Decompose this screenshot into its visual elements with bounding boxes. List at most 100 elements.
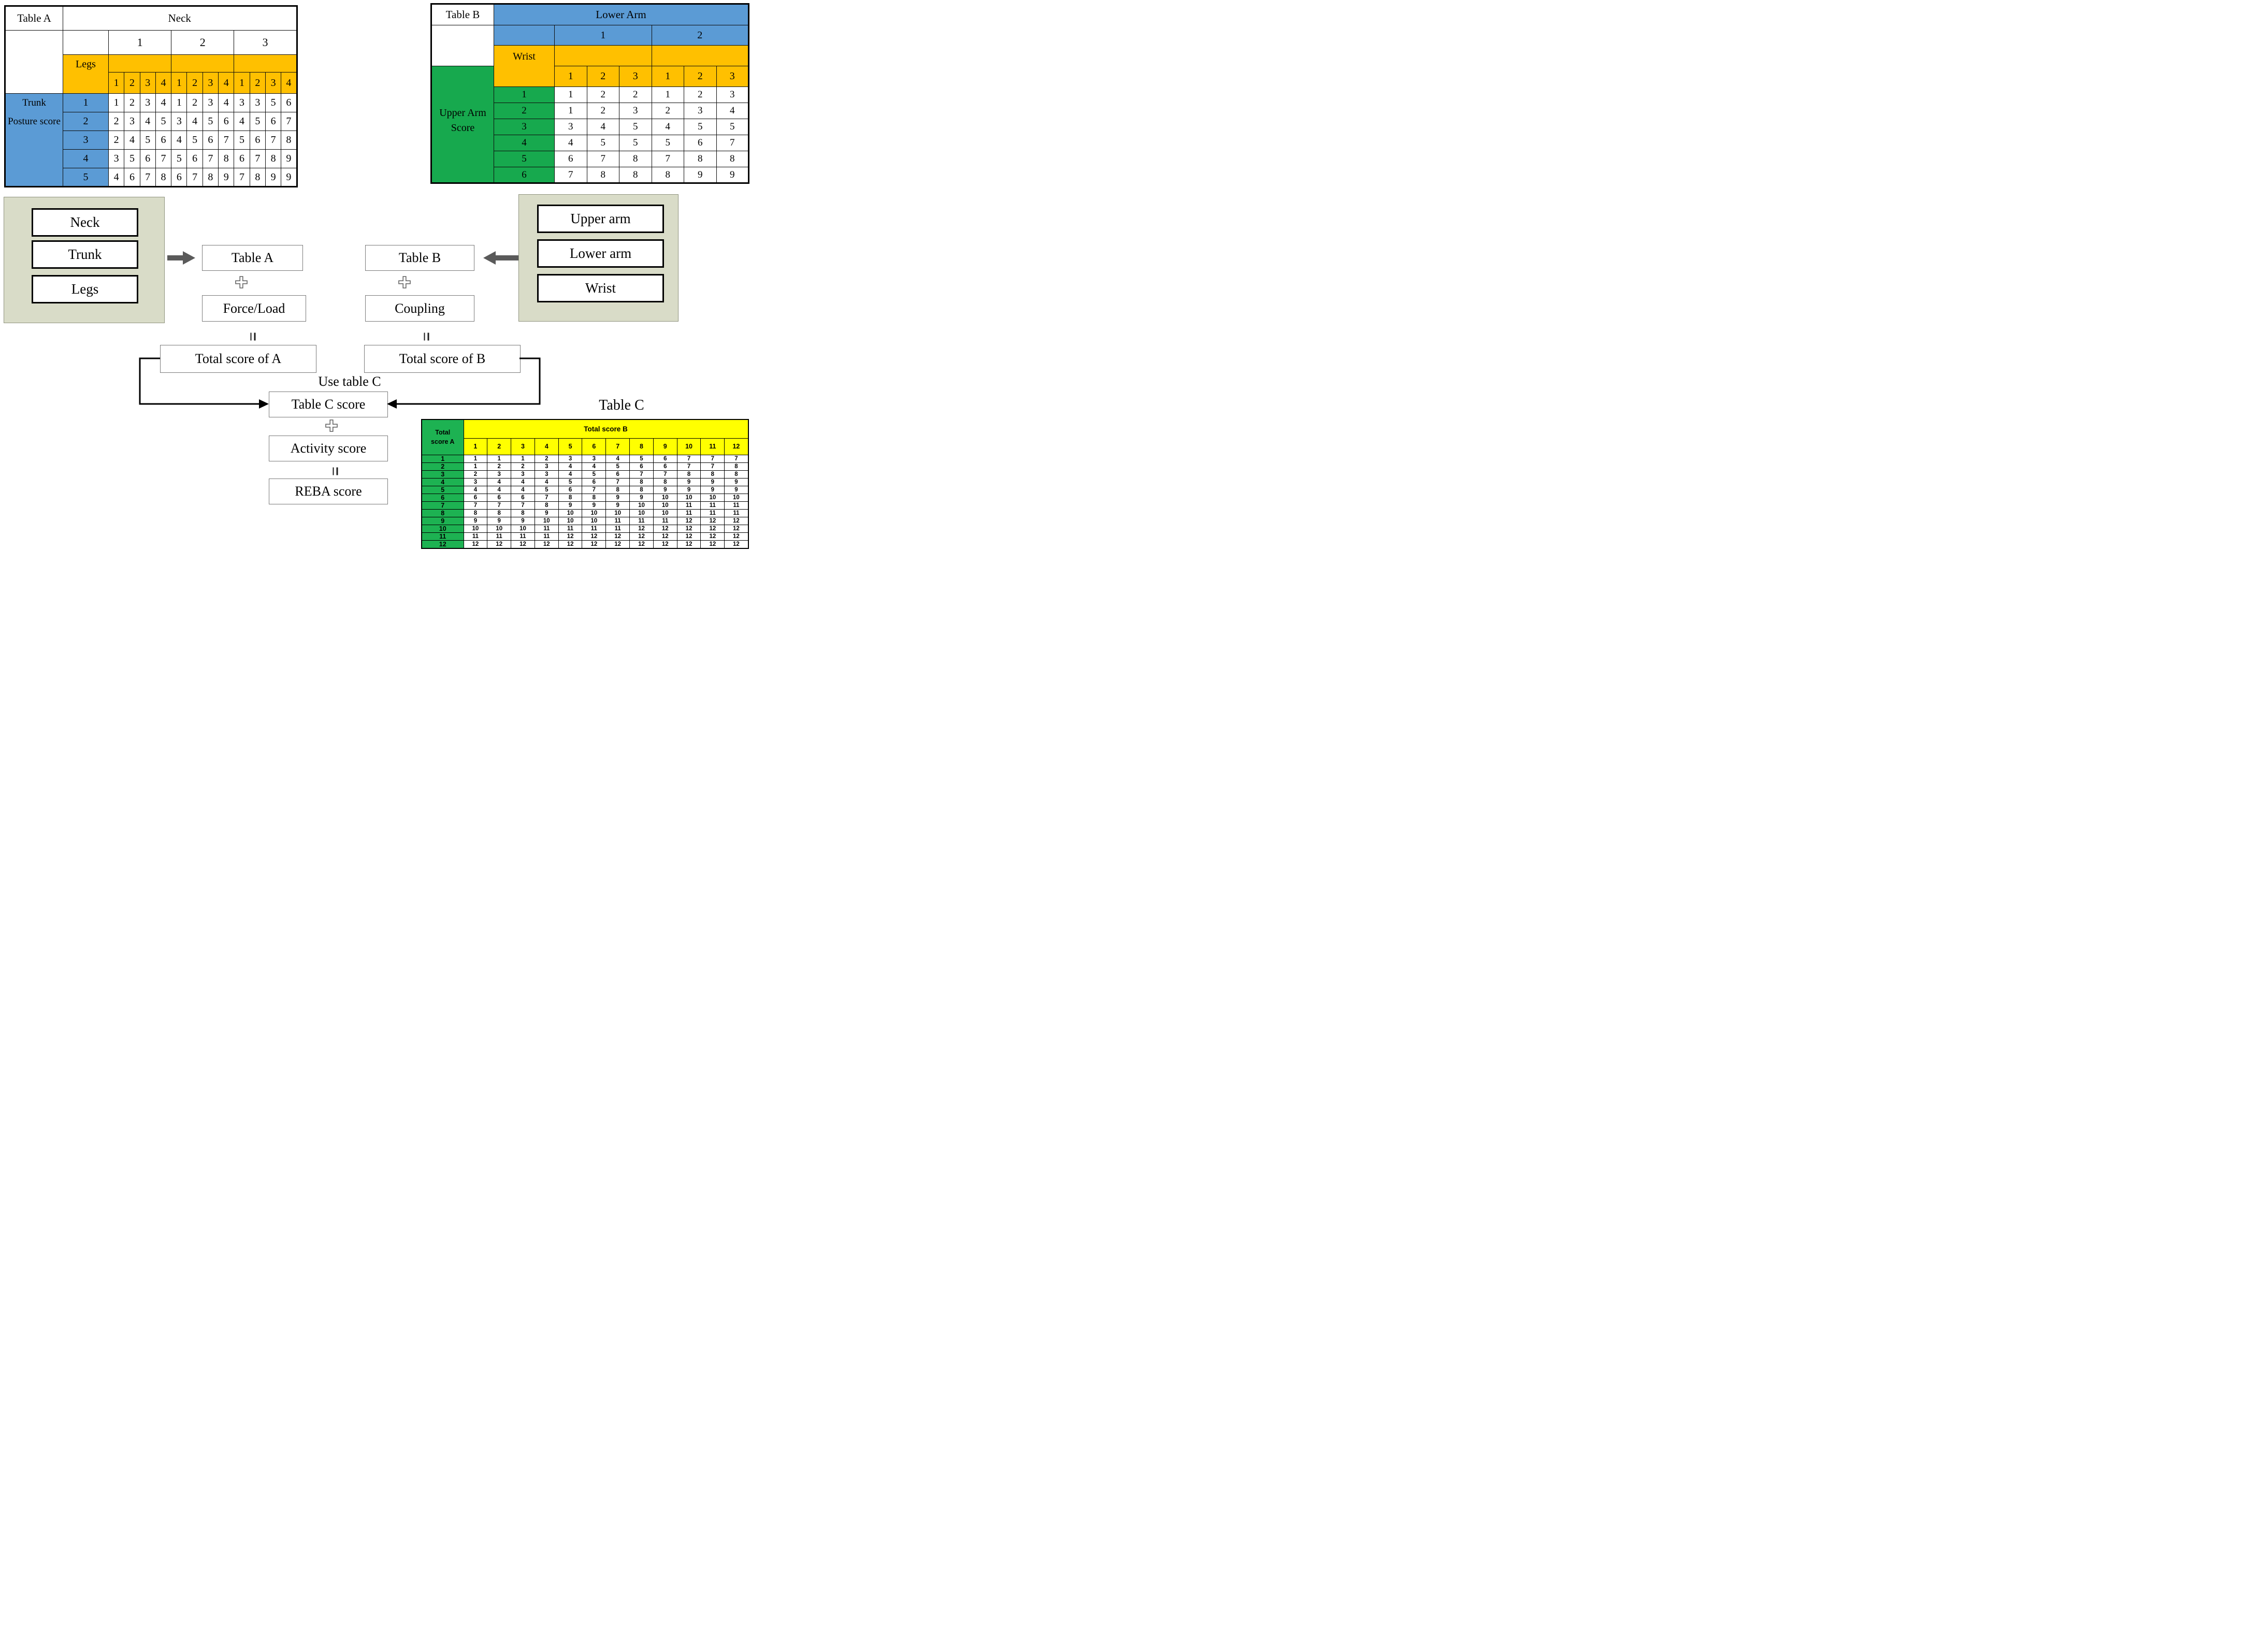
arm-inputs-panel: Upper arm Lower arm Wrist xyxy=(518,194,679,322)
table-c-value-cell: 4 xyxy=(558,462,583,471)
table-c-value-cell: 10 xyxy=(511,524,535,533)
table-b-value-cell: 1 xyxy=(651,86,684,103)
table-c-value-cell: 10 xyxy=(605,509,630,517)
legs-level-header: 1 xyxy=(171,72,187,94)
table-a-value-cell: 5 xyxy=(171,149,187,168)
table-b-value-cell: 4 xyxy=(586,119,619,135)
table-a-cell xyxy=(234,54,297,73)
table-c-value-cell: 7 xyxy=(463,501,488,510)
trunk-score-label: 4 xyxy=(63,149,109,168)
table-c-value-cell: 10 xyxy=(653,509,677,517)
table-a-value-cell: 6 xyxy=(265,112,282,131)
table-a-value-cell: 7 xyxy=(155,149,172,168)
upper-arm-score-label: 5 xyxy=(494,151,555,167)
table-c-value-cell: 11 xyxy=(463,532,488,541)
table-a-value-cell: 7 xyxy=(234,168,250,187)
table-c-value-cell: 6 xyxy=(487,493,512,502)
table-c-value-cell: 9 xyxy=(511,516,535,525)
equals-icon xyxy=(249,332,257,341)
legs-label: Legs xyxy=(71,281,99,297)
table-c-value-cell: 12 xyxy=(629,540,654,548)
table-b-value-cell: 2 xyxy=(586,86,619,103)
table-c-value-cell: 8 xyxy=(700,470,725,479)
wrist-level-header: 2 xyxy=(684,66,717,87)
trunk-label: Trunk xyxy=(68,247,102,262)
legs-level-header: 2 xyxy=(124,72,140,94)
table-c-value-cell: 8 xyxy=(676,470,701,479)
table-c-value-cell: 1 xyxy=(487,454,512,463)
table-c-value-cell: 10 xyxy=(653,493,677,502)
table-c-value-cell: 12 xyxy=(700,524,725,533)
table-b-value-cell: 8 xyxy=(716,151,749,167)
table-c-value-cell: 9 xyxy=(700,477,725,486)
table-c-value-cell: 9 xyxy=(724,477,749,486)
score-a-row-label: 4 xyxy=(421,477,464,486)
table-a-value-cell: 7 xyxy=(281,112,297,131)
wrist-header: Wrist xyxy=(494,45,555,87)
score-b-column-header: 2 xyxy=(487,438,512,455)
table-c-value-cell: 12 xyxy=(724,516,749,525)
table-c-value-cell: 4 xyxy=(582,462,607,471)
plus-icon xyxy=(235,276,248,288)
table-a-value-cell: 4 xyxy=(139,112,156,131)
table-c-value-cell: 5 xyxy=(534,485,559,494)
total-score-b-label: Total score of B xyxy=(399,351,486,366)
table-a-value-cell: 6 xyxy=(124,168,140,187)
table-c-score-box: Table C score xyxy=(269,392,388,417)
table-b-value-cell: 5 xyxy=(684,119,717,135)
table-b-value-cell: 5 xyxy=(619,135,652,151)
activity-score-box: Activity score xyxy=(269,436,388,461)
score-a-row-label: 8 xyxy=(421,509,464,517)
table-b-value-cell: 9 xyxy=(716,167,749,183)
table-c-value-cell: 6 xyxy=(582,477,607,486)
table-c-value-cell: 11 xyxy=(605,516,630,525)
table-c-value-cell: 3 xyxy=(487,470,512,479)
neck-label: Neck xyxy=(70,214,100,230)
use-table-c-label: Use table C xyxy=(318,374,381,389)
table-c-value-cell: 3 xyxy=(511,470,535,479)
table-b-value-cell: 7 xyxy=(651,151,684,167)
table-a-value-cell: 6 xyxy=(281,93,297,112)
table-c-value-cell: 8 xyxy=(629,485,654,494)
force-load-box: Force/Load xyxy=(202,295,306,322)
table-a-value-cell: 9 xyxy=(281,149,297,168)
table-c-value-cell: 11 xyxy=(653,516,677,525)
upper-arm-score-label: 6 xyxy=(494,167,555,183)
table-a-value-cell: 7 xyxy=(265,131,282,150)
table-b-flow-label: Table B xyxy=(398,250,441,265)
table-c-value-cell: 8 xyxy=(582,493,607,502)
table-c-value-cell: 6 xyxy=(629,462,654,471)
table-c-value-cell: 11 xyxy=(534,532,559,541)
trunk-score-label: 3 xyxy=(63,131,109,150)
table-a-value-cell: 3 xyxy=(139,93,156,112)
table-c-value-cell: 7 xyxy=(724,454,749,463)
table-a-value-cell: 5 xyxy=(139,131,156,150)
table-c-value-cell: 1 xyxy=(463,462,488,471)
table-c-value-cell: 12 xyxy=(511,540,535,548)
table-a-value-cell: 6 xyxy=(249,131,266,150)
trunk-score-label: 5 xyxy=(63,168,109,187)
legs-level-header: 4 xyxy=(281,72,297,94)
score-b-column-header: 8 xyxy=(629,438,654,455)
table-a-value-cell: 3 xyxy=(249,93,266,112)
table-c-value-cell: 12 xyxy=(700,540,725,548)
table-c-value-cell: 9 xyxy=(534,509,559,517)
table-c-value-cell: 6 xyxy=(605,470,630,479)
score-a-row-label: 6 xyxy=(421,493,464,502)
table-c-value-cell: 4 xyxy=(511,485,535,494)
neck-input-box: Neck xyxy=(32,208,138,237)
table-c-value-cell: 11 xyxy=(487,532,512,541)
score-a-row-label: 9 xyxy=(421,516,464,525)
table-c-value-cell: 8 xyxy=(534,501,559,510)
table-a-value-cell: 7 xyxy=(186,168,203,187)
table-c-value-cell: 12 xyxy=(724,524,749,533)
table-c-value-cell: 4 xyxy=(511,477,535,486)
score-b-column-header: 5 xyxy=(558,438,583,455)
score-b-column-header: 11 xyxy=(700,438,725,455)
table-c-value-cell: 6 xyxy=(653,454,677,463)
legs-level-header: 3 xyxy=(202,72,219,94)
table-a-value-cell: 7 xyxy=(249,149,266,168)
lower-arm-level-header: 1 xyxy=(554,25,652,46)
